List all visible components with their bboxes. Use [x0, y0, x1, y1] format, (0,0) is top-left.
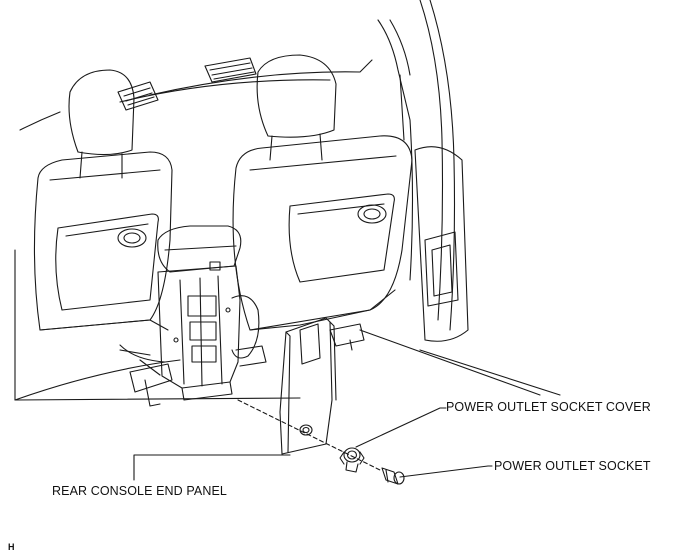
- power-outlet-socket-label: POWER OUTLET SOCKET: [494, 459, 651, 473]
- leader-lines: [134, 408, 492, 480]
- left-seat: [34, 70, 172, 406]
- power-outlet-socket-cover-label: POWER OUTLET SOCKET COVER: [446, 400, 651, 414]
- assembly-line: [238, 400, 380, 470]
- rear-console-end-panel: [280, 318, 336, 454]
- rear-console-end-panel-label: REAR CONSOLE END PANEL: [52, 484, 227, 498]
- power-outlet-socket-cover: [340, 448, 364, 472]
- power-outlet-socket: [382, 468, 404, 484]
- vehicle-interior: [15, 0, 560, 400]
- center-console: [158, 226, 266, 400]
- right-seat: [233, 55, 412, 350]
- figure-code: H: [8, 542, 15, 552]
